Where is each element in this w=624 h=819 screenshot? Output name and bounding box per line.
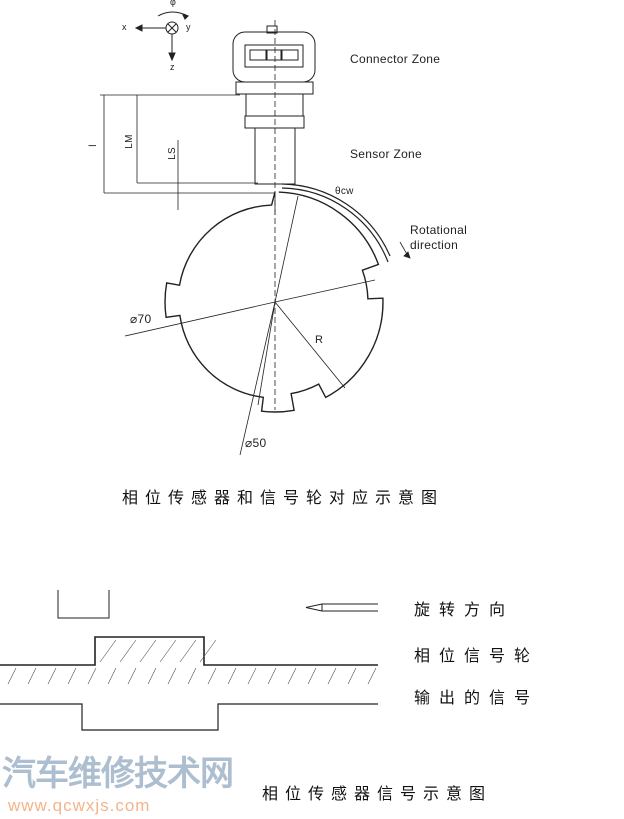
hatch-line: [227, 667, 237, 685]
hatch-line: [347, 667, 357, 685]
hatch-line: [179, 639, 197, 663]
hatch-line: [7, 667, 17, 685]
connector-housing: [232, 25, 316, 185]
watermark-url: www.qcwxjs.com: [8, 796, 151, 815]
hatch-line: [367, 667, 377, 685]
hatch-line: [287, 667, 297, 685]
hatch-line: [199, 639, 217, 663]
hatch-line: [107, 667, 117, 685]
wheel-hatching: [7, 639, 377, 685]
axis-z-label: z: [170, 62, 175, 72]
hatch-line: [247, 667, 257, 685]
hatch-line: [187, 667, 197, 685]
dimension-ls-label: LS: [166, 147, 178, 160]
signal-diagram-caption: 相位传感器信号示意图: [262, 784, 493, 803]
sensor-diagram-caption: 相位传感器和信号轮对应示意图: [122, 488, 445, 507]
hatch-line: [47, 667, 57, 685]
axis-symbol: [134, 11, 190, 62]
hatch-line: [327, 667, 337, 685]
dimension-l-label: l: [87, 144, 99, 147]
output-signal-waveform: [0, 703, 378, 731]
rotation-direction-label: 旋转方向: [414, 600, 515, 619]
hatch-line: [207, 667, 217, 685]
wheel-construction-lines: [124, 183, 411, 456]
rotational-direction-label-1: Rotational: [410, 223, 468, 237]
sensor-tip-outline: [57, 590, 110, 619]
hatch-line: [307, 667, 317, 685]
hatch-line: [119, 639, 137, 663]
axis-phi-label: φ: [170, 0, 177, 7]
sensor-zone-label: Sensor Zone: [350, 147, 423, 161]
hatch-line: [87, 667, 97, 685]
axis-y-label: y: [186, 22, 191, 32]
rotation-arrow: [305, 603, 378, 612]
hatch-line: [159, 639, 177, 663]
angle-label: θcw: [335, 186, 354, 197]
phase-wheel-profile: [0, 636, 378, 666]
hatch-line: [267, 667, 277, 685]
hatch-line: [127, 667, 137, 685]
hatch-line: [139, 639, 157, 663]
radius-label: R: [315, 334, 324, 346]
inner-diameter-label: ⌀50: [245, 436, 267, 450]
dimension-lines: [100, 94, 276, 215]
hatch-line: [147, 667, 157, 685]
hatch-line: [99, 639, 117, 663]
outer-diameter-label: ⌀70: [130, 312, 152, 326]
connector-zone-label: Connector Zone: [350, 52, 441, 66]
rotational-direction-label-2: direction: [410, 238, 459, 252]
hatch-line: [27, 667, 37, 685]
phase-wheel-label: 相位信号轮: [414, 646, 540, 665]
watermark-logo: 汽车维修技术网: [2, 754, 234, 794]
axis-x-label: x: [122, 22, 127, 32]
output-signal-label: 输出的信号: [414, 688, 540, 707]
dimension-lm-label: LM: [123, 134, 135, 149]
hatch-line: [167, 667, 177, 685]
hatch-line: [67, 667, 77, 685]
signal-wheel: [164, 191, 384, 413]
